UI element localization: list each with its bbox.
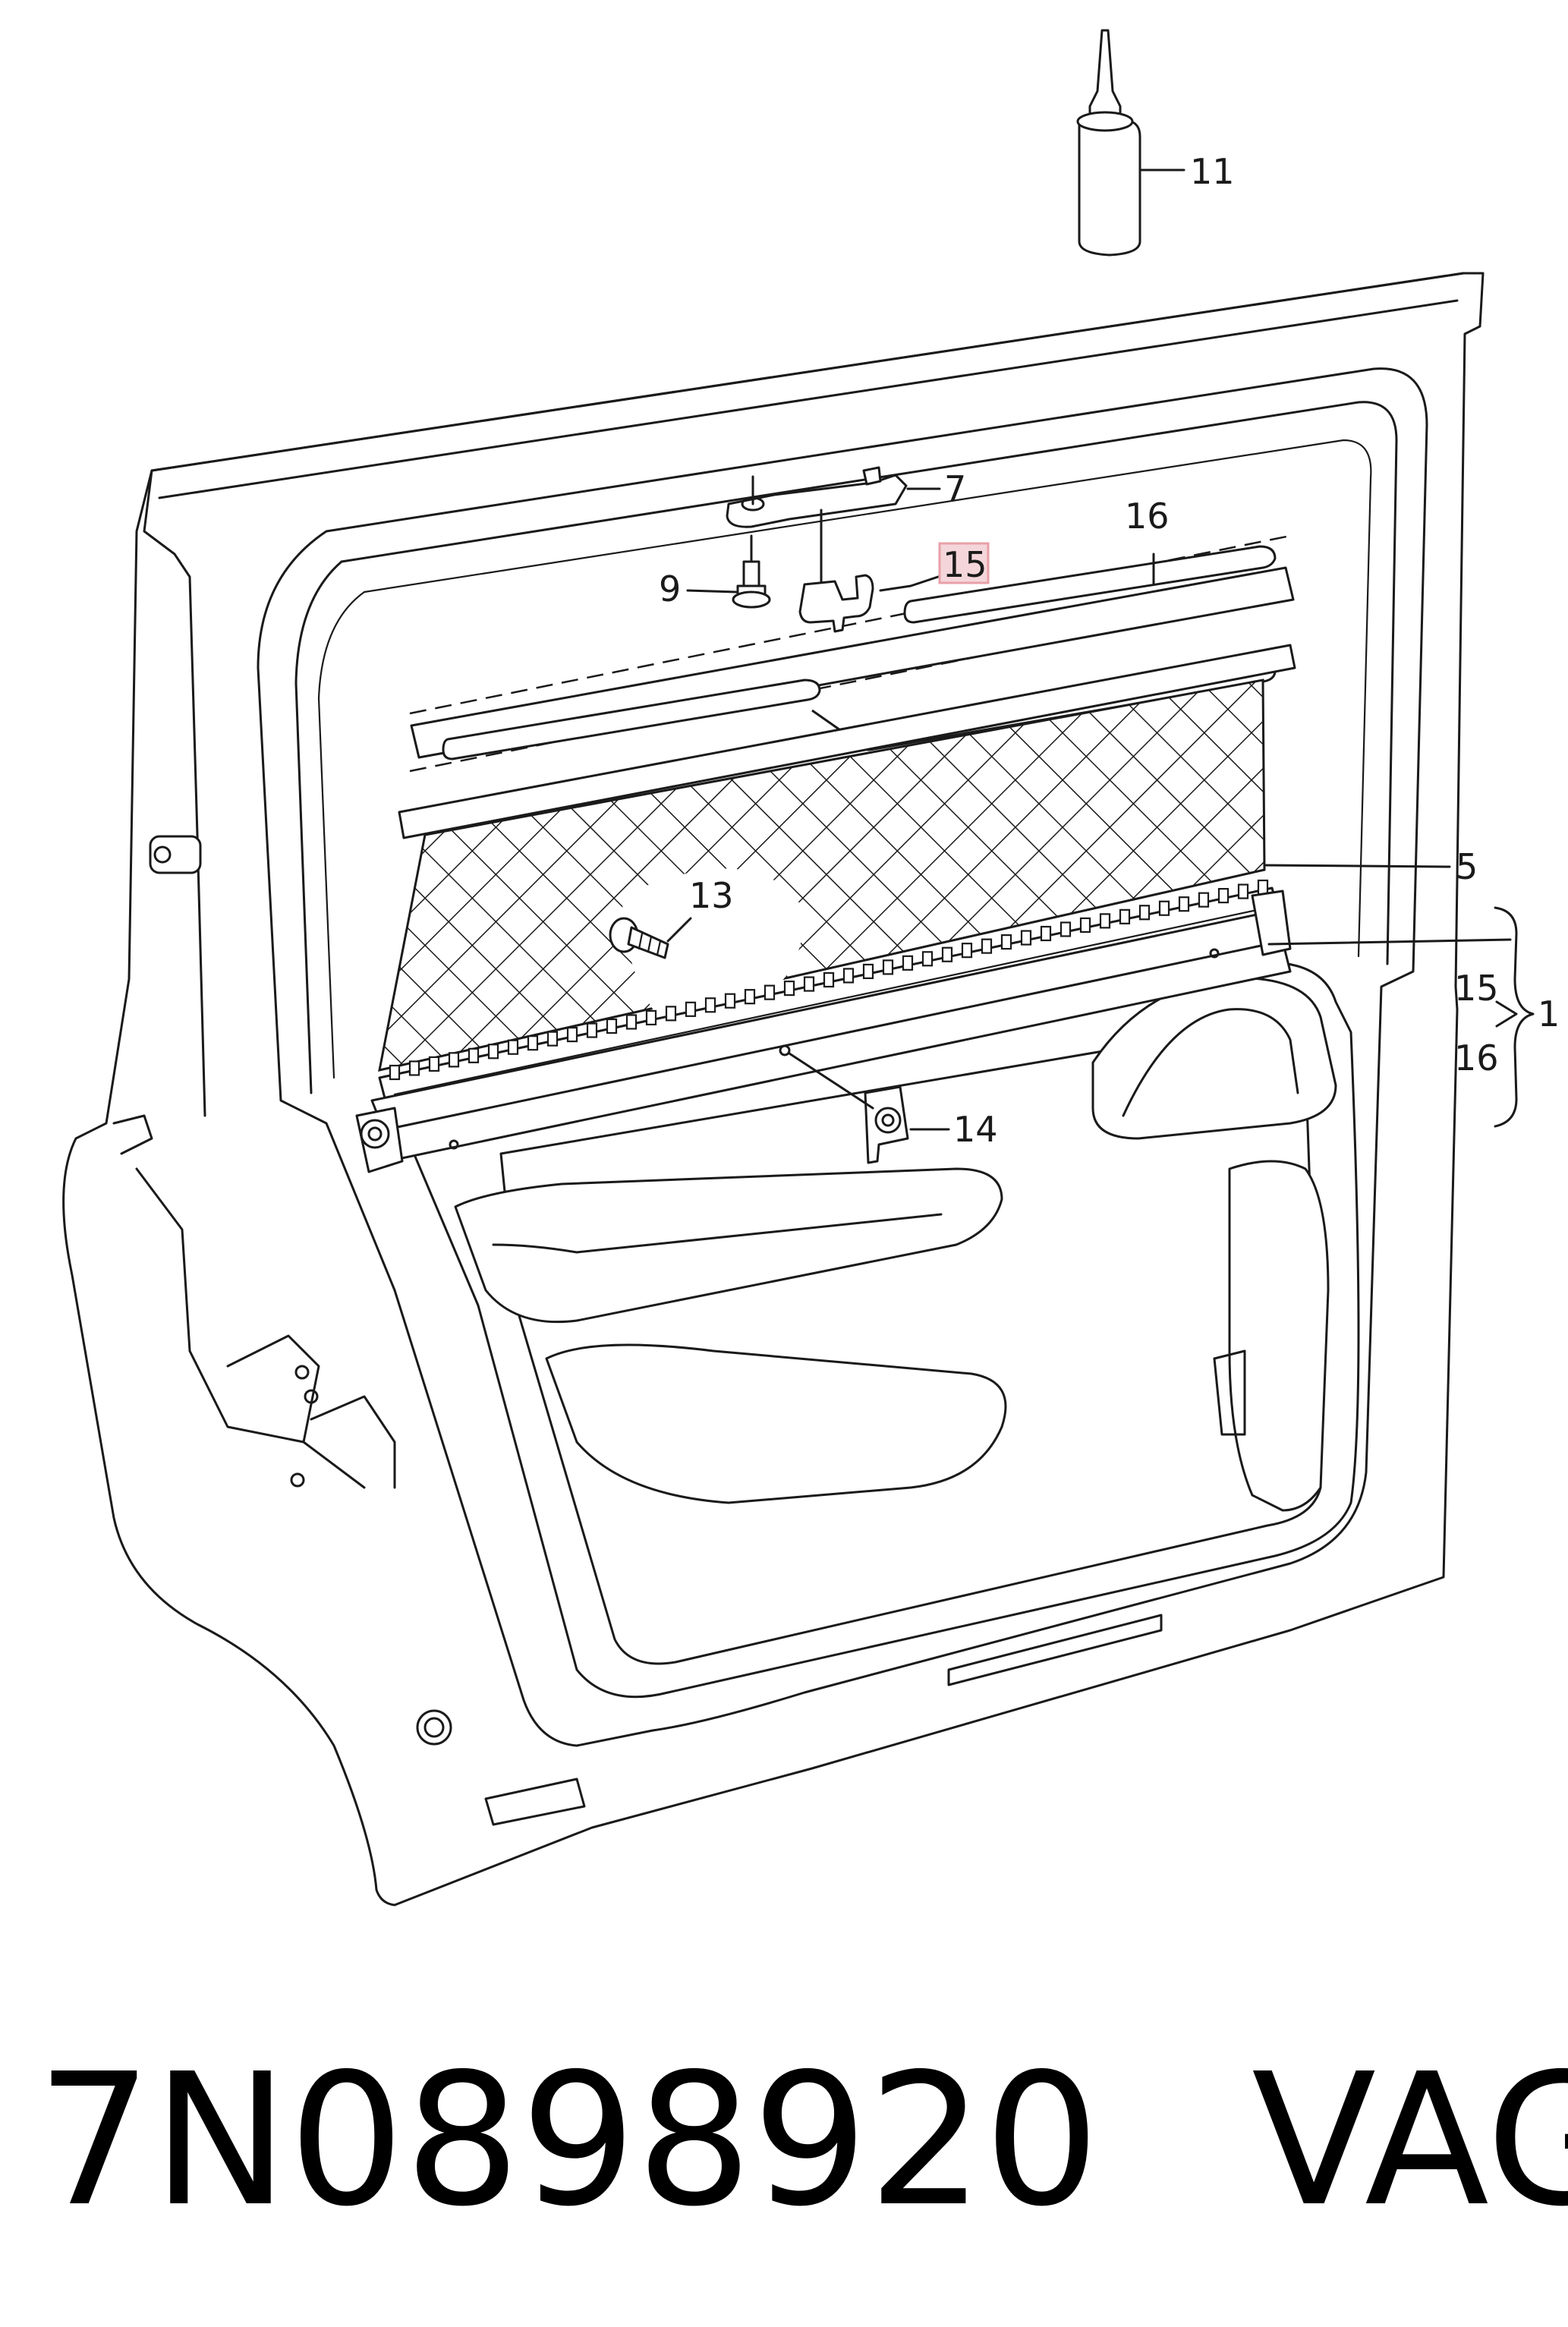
rail-tooth	[902, 955, 914, 971]
bolt-9-icon	[732, 534, 771, 609]
rail-tooth	[1178, 896, 1190, 912]
callout-16-group: 16	[1454, 1038, 1499, 1078]
sealant-bottle-icon	[1076, 29, 1141, 257]
callout-14: 14	[953, 1109, 998, 1150]
leader-line-15	[879, 572, 949, 592]
rail-tooth	[842, 968, 855, 984]
callout-11: 11	[1190, 151, 1235, 192]
rail-tooth	[882, 959, 894, 975]
clip-14-icon	[779, 1044, 909, 1164]
screw-13-icon	[609, 917, 669, 959]
part-number-footer: 7N0898920 VAG	[36, 1996, 1568, 2284]
rail-tooth	[546, 1031, 559, 1047]
leader-line-1	[1267, 938, 1512, 946]
rail-tooth	[606, 1018, 618, 1034]
callout-5: 5	[1456, 846, 1478, 887]
rail-tooth	[1138, 905, 1151, 921]
callout-15-highlighted: 15	[943, 544, 987, 585]
rail-tooth	[408, 1060, 420, 1076]
rail-tooth	[645, 1009, 657, 1026]
rail-tooth	[487, 1044, 499, 1060]
callout-16-top: 16	[1125, 496, 1170, 537]
rail-tooth	[1217, 887, 1230, 904]
net-rail	[355, 879, 1292, 1173]
callout-13: 13	[689, 875, 734, 916]
brand-name: VAG	[1252, 2034, 1568, 2247]
rail-tooth	[1099, 913, 1111, 929]
rail-tooth	[665, 1006, 677, 1022]
rail-tooth	[566, 1026, 578, 1043]
rail-tooth	[1040, 925, 1052, 942]
cargo-net	[378, 644, 1296, 1072]
rail-tooth	[724, 993, 736, 1009]
rail-tooth	[1158, 900, 1170, 916]
callout-7: 7	[944, 468, 966, 509]
rail-tooth	[1079, 917, 1091, 934]
rail-tooth	[921, 951, 934, 967]
rail-tooth	[586, 1022, 598, 1038]
rail-tooth	[389, 1064, 401, 1081]
rail-tooth	[941, 946, 953, 962]
callout-9: 9	[659, 568, 681, 609]
rail-tooth	[1119, 908, 1131, 924]
leader-line-5	[1264, 864, 1451, 868]
rail-tooth	[764, 984, 776, 1000]
rail-tooth	[507, 1039, 519, 1055]
rail-tooth	[803, 976, 815, 992]
rail-tooth	[744, 989, 756, 1005]
rail-tooth	[1060, 921, 1072, 937]
callout-15-group: 15	[1454, 968, 1499, 1009]
rail-tooth	[1237, 883, 1249, 899]
rail-tooth	[448, 1052, 460, 1068]
rail-tooth	[1257, 879, 1269, 896]
leader-line-9	[686, 589, 738, 594]
rail-tooth	[862, 963, 874, 980]
rail-tooth	[981, 938, 993, 954]
rail-tooth	[428, 1056, 440, 1072]
rail-tooth	[823, 971, 835, 988]
rail-tooth	[527, 1035, 539, 1051]
clip-15-icon	[798, 509, 874, 633]
callout-1: 1	[1538, 993, 1560, 1034]
rail-tooth	[1020, 930, 1032, 946]
rail-tooth	[1198, 892, 1210, 908]
callout-15-highlight	[938, 542, 990, 584]
rail-tooth	[1000, 934, 1012, 950]
leader-line-13	[666, 917, 692, 943]
rail-tooth	[685, 1001, 697, 1017]
rail-tooth	[783, 980, 795, 997]
leader-line-14b	[788, 1052, 874, 1110]
part-number: 7N0898920	[36, 2034, 1100, 2247]
bracket-7-icon	[726, 466, 908, 528]
rail-tooth	[704, 997, 716, 1013]
rail-tooth	[468, 1047, 480, 1063]
rail-tooth	[625, 1014, 638, 1030]
grouping-brace	[1494, 906, 1535, 1128]
rail-tooth	[961, 943, 973, 959]
